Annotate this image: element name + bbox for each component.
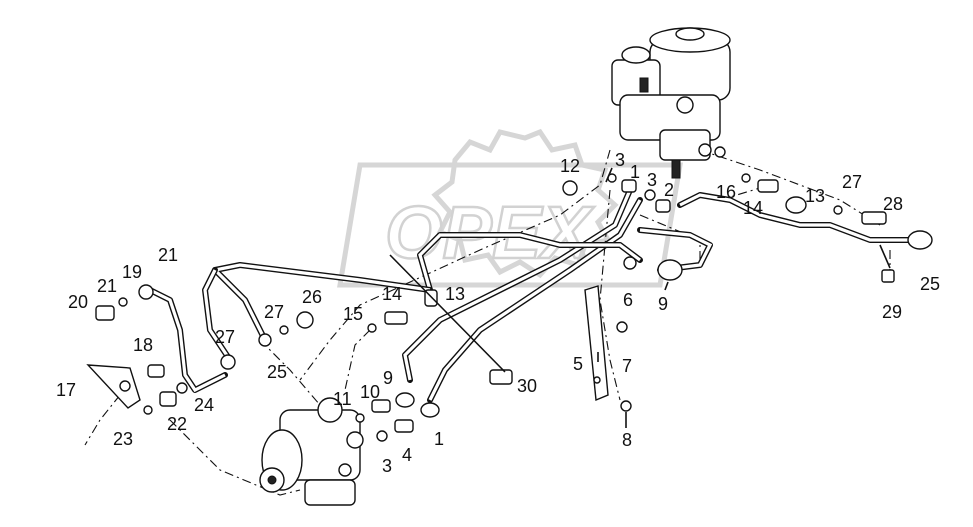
- callout-6: 6: [623, 290, 633, 310]
- callout-30: 30: [517, 376, 537, 396]
- callout-25: 25: [267, 362, 287, 382]
- callout-7: 7: [622, 356, 632, 376]
- callout-3: 3: [382, 456, 392, 476]
- callout-21: 21: [97, 276, 117, 296]
- callout-4: 4: [402, 445, 412, 465]
- callout-21: 21: [158, 245, 178, 265]
- callout-18: 18: [133, 335, 153, 355]
- callout-12: 12: [560, 156, 580, 176]
- fittings: [95, 173, 933, 442]
- callout-26: 26: [302, 287, 322, 307]
- callout-14: 14: [382, 284, 402, 304]
- callout-27: 27: [264, 302, 284, 322]
- callout-27: 27: [215, 327, 235, 347]
- callout-2: 2: [664, 180, 674, 200]
- callout-13: 13: [805, 186, 825, 206]
- callout-27: 27: [842, 172, 862, 192]
- callout-16: 16: [716, 182, 736, 202]
- callout-15: 15: [343, 304, 363, 324]
- callout-14: 14: [743, 198, 763, 218]
- callout-28: 28: [883, 194, 903, 214]
- callout-23: 23: [113, 429, 133, 449]
- callout-labels: 12 3 1 3 2 16 14 13 27 28 25 29 9 6 7 5 …: [56, 150, 940, 476]
- callout-3: 3: [647, 170, 657, 190]
- callout-5: 5: [573, 354, 583, 374]
- callout-29: 29: [882, 302, 902, 322]
- callout-11: 11: [333, 389, 352, 409]
- bracket-part-5: [584, 285, 609, 402]
- callout-17: 17: [56, 380, 76, 400]
- callout-1: 1: [434, 429, 444, 449]
- callout-25: 25: [920, 274, 940, 294]
- fuel-filter-assembly: [611, 27, 731, 179]
- callout-9: 9: [383, 368, 393, 388]
- callout-24: 24: [194, 395, 214, 415]
- callout-13: 13: [445, 284, 465, 304]
- fuel-pipes: [147, 187, 918, 403]
- callout-20: 20: [68, 292, 88, 312]
- callout-9: 9: [658, 294, 668, 314]
- callout-1: 1: [630, 162, 640, 182]
- bracket-part-17: [86, 364, 141, 409]
- callout-22: 22: [167, 414, 187, 434]
- callout-3: 3: [615, 150, 625, 170]
- leader-lines: [389, 167, 891, 428]
- callout-19: 19: [122, 262, 142, 282]
- callout-8: 8: [622, 430, 632, 450]
- high-pressure-pump: [259, 397, 364, 506]
- callout-10: 10: [360, 382, 380, 402]
